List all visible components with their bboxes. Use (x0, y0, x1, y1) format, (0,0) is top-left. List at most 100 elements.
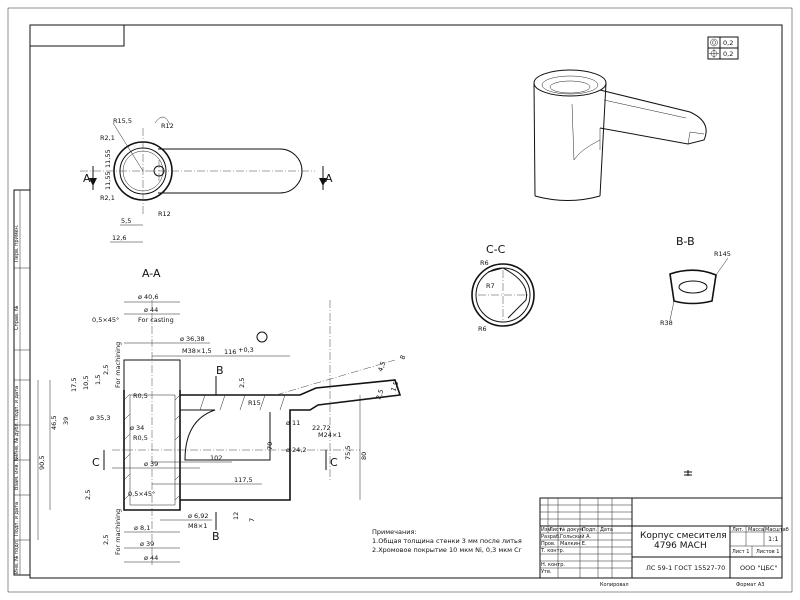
tb-name-line2: 4796 МАСН (654, 541, 707, 551)
dim-d44-bottom: ø 44 (144, 554, 158, 562)
dim-d39-bottom: ø 39 (140, 540, 154, 548)
dim-175: 17,5 (70, 378, 78, 392)
for-machining-top: For machining (114, 342, 122, 388)
tol-116: +0,3 (238, 346, 254, 354)
dim-r155: R15,5 (113, 117, 132, 125)
tb-scale-value: 1:1 (768, 535, 778, 543)
thread-m24: M24×1 (318, 431, 341, 439)
tolerance-value-2: 0,2 (723, 50, 733, 58)
tb-role-razrab: Разраб. (541, 534, 561, 540)
dim-r12-top: R12 (161, 122, 174, 130)
dim-116: 116 (224, 348, 236, 356)
dim-d81: ø 8,1 (134, 524, 150, 532)
dim-25-lower: 2,5 (102, 535, 110, 545)
letter-c-left: C (92, 456, 100, 469)
tb-list: Лист (549, 527, 562, 533)
section-letter-a-left: A (83, 172, 91, 185)
section-letter-a-right: A (325, 172, 333, 185)
outer-frame (7, 7, 793, 593)
dim-39: 39 (62, 417, 70, 425)
tb-name-razrab: Гольский А. (560, 533, 592, 540)
dim-2272: 22,72 (312, 424, 331, 432)
dim-45: 4,5 (376, 360, 387, 372)
dim-15: 1,5 (94, 375, 102, 385)
dim-r05-b: R0,5 (133, 434, 148, 442)
letter-c-right: C (330, 456, 338, 469)
tb-role-utv: Утв. (541, 569, 552, 575)
dim-1155-bottom: 11,55 (104, 171, 112, 190)
title-block: Изм Лист № докум. Подп. Дата Разраб. Гол… (539, 497, 789, 588)
dim-55: 5,5 (121, 217, 131, 225)
tb-mass-header: Масса (748, 527, 764, 533)
tb-format: Формат А3 (736, 582, 764, 588)
dim-r21-top: R2,1 (100, 134, 115, 142)
section-cc: C-C R6 R7 R6 (471, 243, 535, 333)
dim-d44-top: ø 44 (144, 306, 158, 314)
for-machining-bottom: For machining (114, 509, 122, 555)
section-cc-title: C-C (486, 243, 506, 256)
side-label-2: Справ. № (14, 305, 20, 330)
concentricity-icon (710, 38, 718, 47)
tb-name-line1: Корпус смесителя (640, 531, 727, 541)
tb-scale-header: Масштаб (765, 527, 789, 533)
tb-doc: № докум. (560, 527, 585, 533)
dim-r12-bottom: R12 (158, 210, 171, 218)
tb-sheet: Лист 1 (732, 549, 749, 555)
chamfer-bottom: 0,5×45° (128, 490, 155, 498)
letter-b-top: B (216, 364, 224, 377)
dim-1155-top: 11,55 (104, 149, 112, 168)
side-label-1: Перв. примен. (14, 224, 20, 262)
dim-25: 2,5 (102, 365, 110, 375)
dim-r6-bottom: R6 (478, 325, 487, 333)
dim-80: 80 (360, 452, 368, 460)
side-label-5: Взам. инв. № (14, 455, 20, 490)
tb-izm: Изм (541, 527, 551, 533)
dim-d406: ø 40,6 (138, 293, 159, 301)
section-aa-title: A-A (142, 267, 161, 280)
dim-7: 7 (248, 518, 256, 522)
notes-line-1: 1.Общая толщина стенки 3 мм после литья (372, 537, 522, 545)
letter-b-bottom: B (212, 530, 220, 543)
top-view: A A R15,5 R2,1 R2,1 R12 R12 11,55 11,55 … (80, 116, 333, 243)
isometric-view (533, 69, 707, 201)
dim-8: 8 (398, 354, 407, 361)
dim-r6-top: R6 (480, 259, 489, 267)
for-casting: For casting (138, 316, 174, 324)
dim-15b: 1,5 (389, 380, 400, 392)
tb-role-nkontr: Н. контр. (541, 562, 565, 568)
tb-sign: Подп. (582, 527, 598, 533)
small-circle-mark (256, 331, 268, 343)
dim-105: 10,5 (82, 376, 90, 390)
dim-905: 90,5 (38, 456, 46, 470)
dim-25-bottom: 2,5 (84, 490, 92, 500)
dim-d34: ø 34 (130, 424, 144, 432)
dim-70: 70 (266, 442, 274, 450)
notes: Примечания: 1.Общая толщина стенки 3 мм … (372, 528, 522, 554)
tolerance-value-1: 0,2 (723, 39, 733, 47)
tb-copied: Копировал (600, 582, 629, 588)
side-label-3: Подп. и дата (14, 386, 20, 420)
dim-1175: 117,5 (234, 476, 253, 484)
dim-102: 102 (210, 454, 222, 462)
top-left-box (29, 24, 125, 47)
tb-name-prov: Малкин Е. (560, 541, 587, 547)
thread-m8: M8×1 (188, 522, 207, 530)
tb-material: ЛС 59-1 ГОСТ 15527-70 (646, 564, 725, 572)
side-label-7: Инв. № подл. (14, 539, 20, 574)
chamfer-top: 0,5×45° (92, 316, 119, 324)
dim-d242: ø 24,2 (286, 446, 307, 454)
dim-d11: ø 11 (286, 419, 300, 427)
tb-role-prov: Пров. (541, 541, 556, 547)
dim-r21-bottom: R2,1 (100, 194, 115, 202)
dim-r145: R145 (714, 250, 731, 258)
tolerance-frame: 0,2 0,2 (707, 36, 739, 60)
dim-25-top: 2,5 (238, 378, 246, 388)
thread-m38: M38×1,5 (182, 347, 212, 355)
dim-353: ø 35,3 (90, 414, 111, 422)
side-strip: Перв. примен. Справ. № Подп. и дата Инв.… (13, 189, 31, 576)
dim-r15: R15 (248, 399, 261, 407)
tb-lit-header: Лит. (732, 527, 744, 533)
tb-company: ООО "ЦБС" (740, 564, 777, 572)
tb-sheets: Листов 1 (756, 549, 779, 555)
dim-465: 46,5 (50, 416, 58, 430)
